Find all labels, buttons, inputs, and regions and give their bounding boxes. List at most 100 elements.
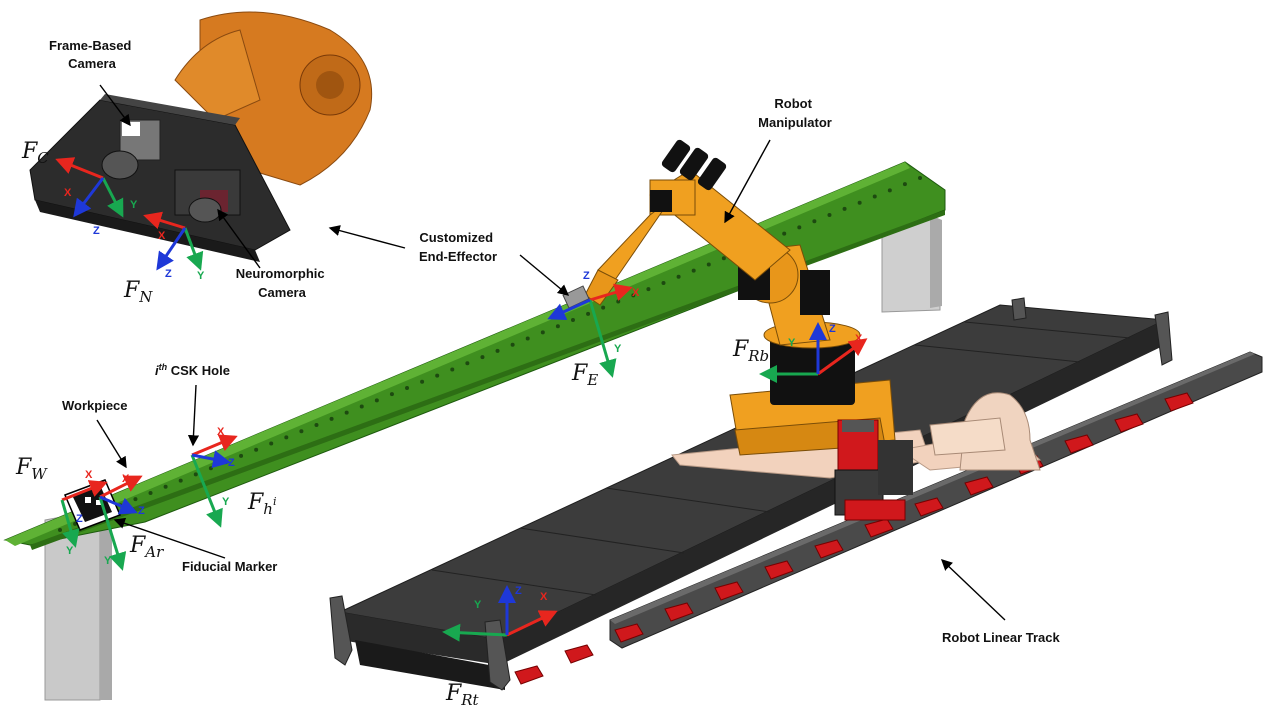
robot-manipulator <box>562 139 831 346</box>
y-axis-label: Y <box>130 199 138 211</box>
csk-hole <box>208 466 213 471</box>
workpiece-label: Workpiece <box>62 398 128 413</box>
y-axis-arrow <box>98 496 127 571</box>
track-support-block <box>614 623 644 643</box>
y-axis-label: Y <box>197 270 205 282</box>
z-axis-arrow <box>547 298 591 321</box>
y-axis-arrow <box>101 177 124 218</box>
neuromorphic-camera-label: Neuromorphic Camera <box>236 266 328 300</box>
z-axis-label: Z <box>515 585 522 597</box>
csk-hole <box>616 299 621 304</box>
csk-hole <box>359 404 364 409</box>
y-axis-arrow <box>588 299 617 378</box>
x-axis-arrow <box>61 480 108 502</box>
csk-hole <box>691 268 696 273</box>
csk-hole <box>706 262 711 267</box>
y-axis-label: Y <box>614 343 622 355</box>
csk-hole <box>374 398 379 403</box>
csk-hole <box>661 280 666 285</box>
csk-hole <box>887 188 892 193</box>
coordinate-frame: XYZ <box>55 157 138 237</box>
csk-hole <box>902 182 907 187</box>
csk-hole <box>872 194 877 199</box>
csk-hole <box>178 478 183 483</box>
csk-hole <box>495 348 500 353</box>
frame-label-hi: Fhi <box>247 490 276 518</box>
csk-hole <box>239 453 244 458</box>
csk-hole <box>344 410 349 415</box>
coordinate-frame: XYZ <box>190 426 238 528</box>
x-axis-arrow <box>191 434 238 457</box>
x-axis-label: X <box>632 287 640 299</box>
csk-hole <box>842 206 847 211</box>
y-axis-arrow <box>60 499 80 548</box>
y-axis-label: Y <box>222 496 230 508</box>
frame-label-w: FW <box>15 455 48 483</box>
z-axis-label: Z <box>93 225 100 237</box>
track-support-block <box>1114 413 1144 433</box>
fiducial-marker-label: Fiducial Marker <box>182 559 277 574</box>
track-support-block <box>814 539 844 559</box>
csk-hole <box>450 367 455 372</box>
frame-labels: FC FN FE FRb FW FAr Fhi FRt <box>15 139 769 709</box>
y-axis-label: Y <box>474 599 482 611</box>
leader-arrows <box>96 84 1006 621</box>
csk-hole <box>269 441 274 446</box>
frame-label-c: FC <box>21 139 49 167</box>
csk-hole <box>389 392 394 397</box>
csk-hole <box>314 423 319 428</box>
csk-hole <box>510 342 515 347</box>
track-support-block <box>1064 434 1094 454</box>
linear-track-label: Robot Linear Track <box>942 630 1061 645</box>
x-axis-arrow <box>817 338 868 376</box>
coordinate-frame: XYZ <box>759 322 868 383</box>
track-support-block <box>864 518 894 538</box>
csk-hole <box>193 472 198 477</box>
track-support-block <box>1164 392 1194 412</box>
csk-hole <box>480 355 485 360</box>
csk-hole <box>163 484 168 489</box>
track-support-block <box>514 665 544 685</box>
csk-hole <box>133 497 138 502</box>
coordinate-frame: XYZ <box>60 469 108 557</box>
coordinate-frame: X Y Z <box>547 270 640 378</box>
y-axis-arrow <box>183 227 204 271</box>
csk-hole <box>465 361 470 366</box>
csk-hole <box>420 379 425 384</box>
csk-hole <box>329 416 334 421</box>
x-axis-label: X <box>217 426 225 438</box>
frame-label-rb: FRb <box>732 337 769 365</box>
track-support-block <box>664 602 694 622</box>
x-axis-label: X <box>540 591 548 603</box>
z-axis-label: Z <box>829 323 836 335</box>
csk-hole <box>254 447 259 452</box>
csk-hole <box>148 490 153 495</box>
y-axis-label: Y <box>788 337 796 349</box>
csk-hole <box>827 213 832 218</box>
csk-hole <box>797 225 802 230</box>
csk-hole <box>721 256 726 261</box>
csk-holes <box>58 176 922 532</box>
coordinate-frame: X Y Z <box>442 585 558 642</box>
x-axis-arrow <box>55 157 104 180</box>
coordinate-frame: XYZ <box>98 473 145 571</box>
z-axis-arrow <box>191 450 231 468</box>
csk-hole <box>586 311 591 316</box>
csk-hole <box>525 336 530 341</box>
z-axis-arrow <box>99 495 138 515</box>
x-axis-arrow <box>589 283 633 302</box>
csk-hole <box>73 521 78 526</box>
coordinate-frame: XYZ <box>143 211 205 282</box>
csk-hole <box>435 373 440 378</box>
x-axis-label: X <box>122 473 130 485</box>
z-axis-label: Z <box>583 270 590 282</box>
y-axis-arrow <box>442 623 508 642</box>
track-support-block <box>564 644 594 664</box>
csk-hole <box>570 318 575 323</box>
csk-hole <box>58 528 62 532</box>
z-axis-arrow <box>156 227 187 271</box>
x-axis-label: X <box>158 230 166 242</box>
